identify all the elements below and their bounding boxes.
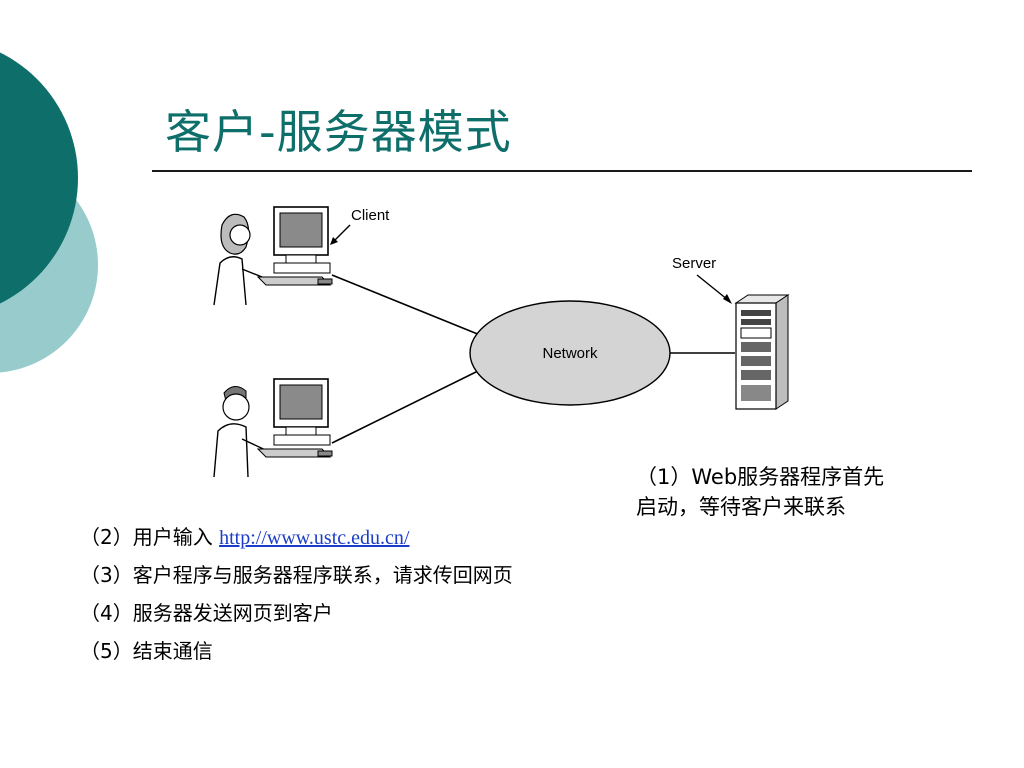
client-server-diagram: Network Client Server <box>213 206 790 478</box>
client-workstation-bottom <box>213 378 333 478</box>
network-cloud <box>469 300 671 406</box>
server-label: Server <box>672 255 716 272</box>
client-arrowhead <box>330 237 338 245</box>
slide-title: 客户-服务器模式 <box>165 105 512 159</box>
server-pointer <box>696 274 729 301</box>
client-label: Client <box>351 207 390 224</box>
dark-circle <box>0 52 78 304</box>
step-3: （3）客户程序与服务器程序联系，请求传回网页 <box>80 563 513 587</box>
ustc-url-link[interactable]: http://www.ustc.edu.cn/ <box>219 527 410 549</box>
network-label: Network <box>542 345 598 362</box>
server-tower <box>734 294 790 410</box>
link-client2-network <box>331 369 481 444</box>
step-5: （5）结束通信 <box>80 639 213 663</box>
step-1-line-2: 启动，等待客户来联系 <box>636 495 846 519</box>
step-4: （4）服务器发送网页到客户 <box>80 601 333 625</box>
link-client1-network <box>331 274 481 336</box>
title-divider <box>152 170 972 172</box>
decorative-circles <box>0 52 98 373</box>
client-workstation-top <box>213 206 333 306</box>
step-list: （2）用户输入 http://www.ustc.edu.cn/ （3）客户程序与… <box>80 518 780 670</box>
step-1-note: （1）Web服务器程序首先 启动，等待客户来联系 <box>636 462 956 522</box>
server-arrowhead <box>723 294 732 304</box>
step-1-line-1: （1）Web服务器程序首先 <box>636 465 885 489</box>
step-2-text: （2）用户输入 <box>80 525 220 549</box>
step-2: （2）用户输入 http://www.ustc.edu.cn/ <box>80 518 780 556</box>
